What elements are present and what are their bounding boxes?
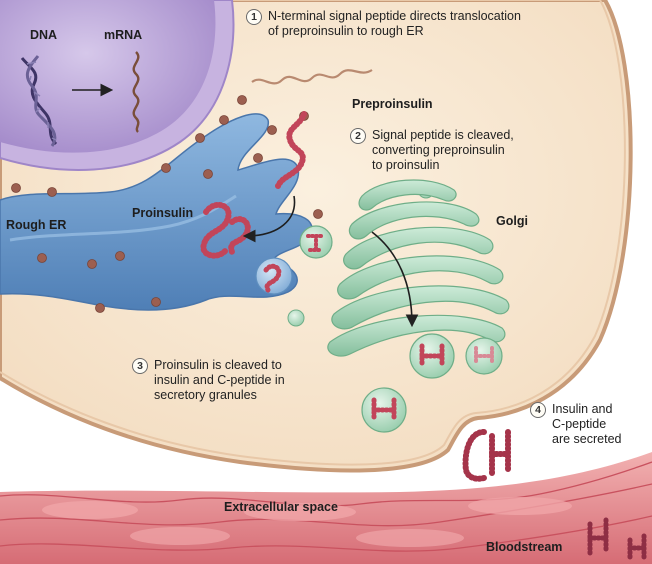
mrna-label: mRNA bbox=[104, 28, 143, 42]
secretory-granule-3 bbox=[361, 387, 407, 433]
step-2-text: Signal peptide is cleaved, converting pr… bbox=[372, 128, 514, 172]
preproinsulin-label: Preproinsulin bbox=[352, 97, 433, 111]
ribosomes bbox=[11, 95, 323, 313]
step-4-text: Insulin and C-peptide are secreted bbox=[552, 402, 622, 446]
transport-vesicle-1 bbox=[255, 257, 293, 295]
rough-er-label: Rough ER bbox=[6, 218, 67, 232]
signal-peptide-chain bbox=[275, 111, 307, 189]
preproinsulin-chain bbox=[251, 69, 373, 85]
bloodstream-label: Bloodstream bbox=[486, 540, 563, 554]
golgi-transit-arrow bbox=[371, 231, 419, 328]
step-2: 2 Signal peptide is cleaved, converting … bbox=[350, 128, 514, 173]
rough-er bbox=[0, 113, 313, 311]
step-4: 4 Insulin and C-peptide are secreted bbox=[530, 402, 621, 447]
cell-membrane-inner bbox=[0, 0, 626, 466]
step-1-number: 1 bbox=[246, 9, 262, 25]
secretory-granule-2 bbox=[465, 337, 503, 375]
step-4-number: 4 bbox=[530, 402, 546, 418]
nucleus bbox=[0, 0, 235, 171]
processing-arrow bbox=[242, 195, 296, 243]
step-3: 3 Proinsulin is cleaved to insulin and C… bbox=[132, 358, 285, 403]
dna-label: DNA bbox=[30, 28, 58, 42]
proinsulin-label: Proinsulin bbox=[132, 206, 194, 220]
bloodstream bbox=[0, 452, 652, 564]
small-vesicle-2 bbox=[287, 309, 305, 327]
extracellular-space-label: Extracellular space bbox=[224, 500, 338, 514]
step-1-text: N-terminal signal peptide directs transl… bbox=[268, 9, 521, 38]
step-3-text: Proinsulin is cleaved to insulin and C-p… bbox=[154, 358, 285, 402]
dna-helix bbox=[20, 55, 58, 147]
step-1: 1 N-terminal signal peptide directs tran… bbox=[246, 9, 521, 39]
golgi-label: Golgi bbox=[496, 214, 528, 228]
bloodstream-insulin bbox=[587, 517, 647, 563]
mrna-strand bbox=[132, 51, 140, 133]
transport-vesicle-2 bbox=[299, 225, 333, 259]
golgi-apparatus bbox=[327, 179, 510, 357]
step-2-number: 2 bbox=[350, 128, 366, 144]
secreted-insulin bbox=[462, 429, 511, 482]
secretory-granule-1 bbox=[409, 333, 455, 379]
step-3-number: 3 bbox=[132, 358, 148, 374]
